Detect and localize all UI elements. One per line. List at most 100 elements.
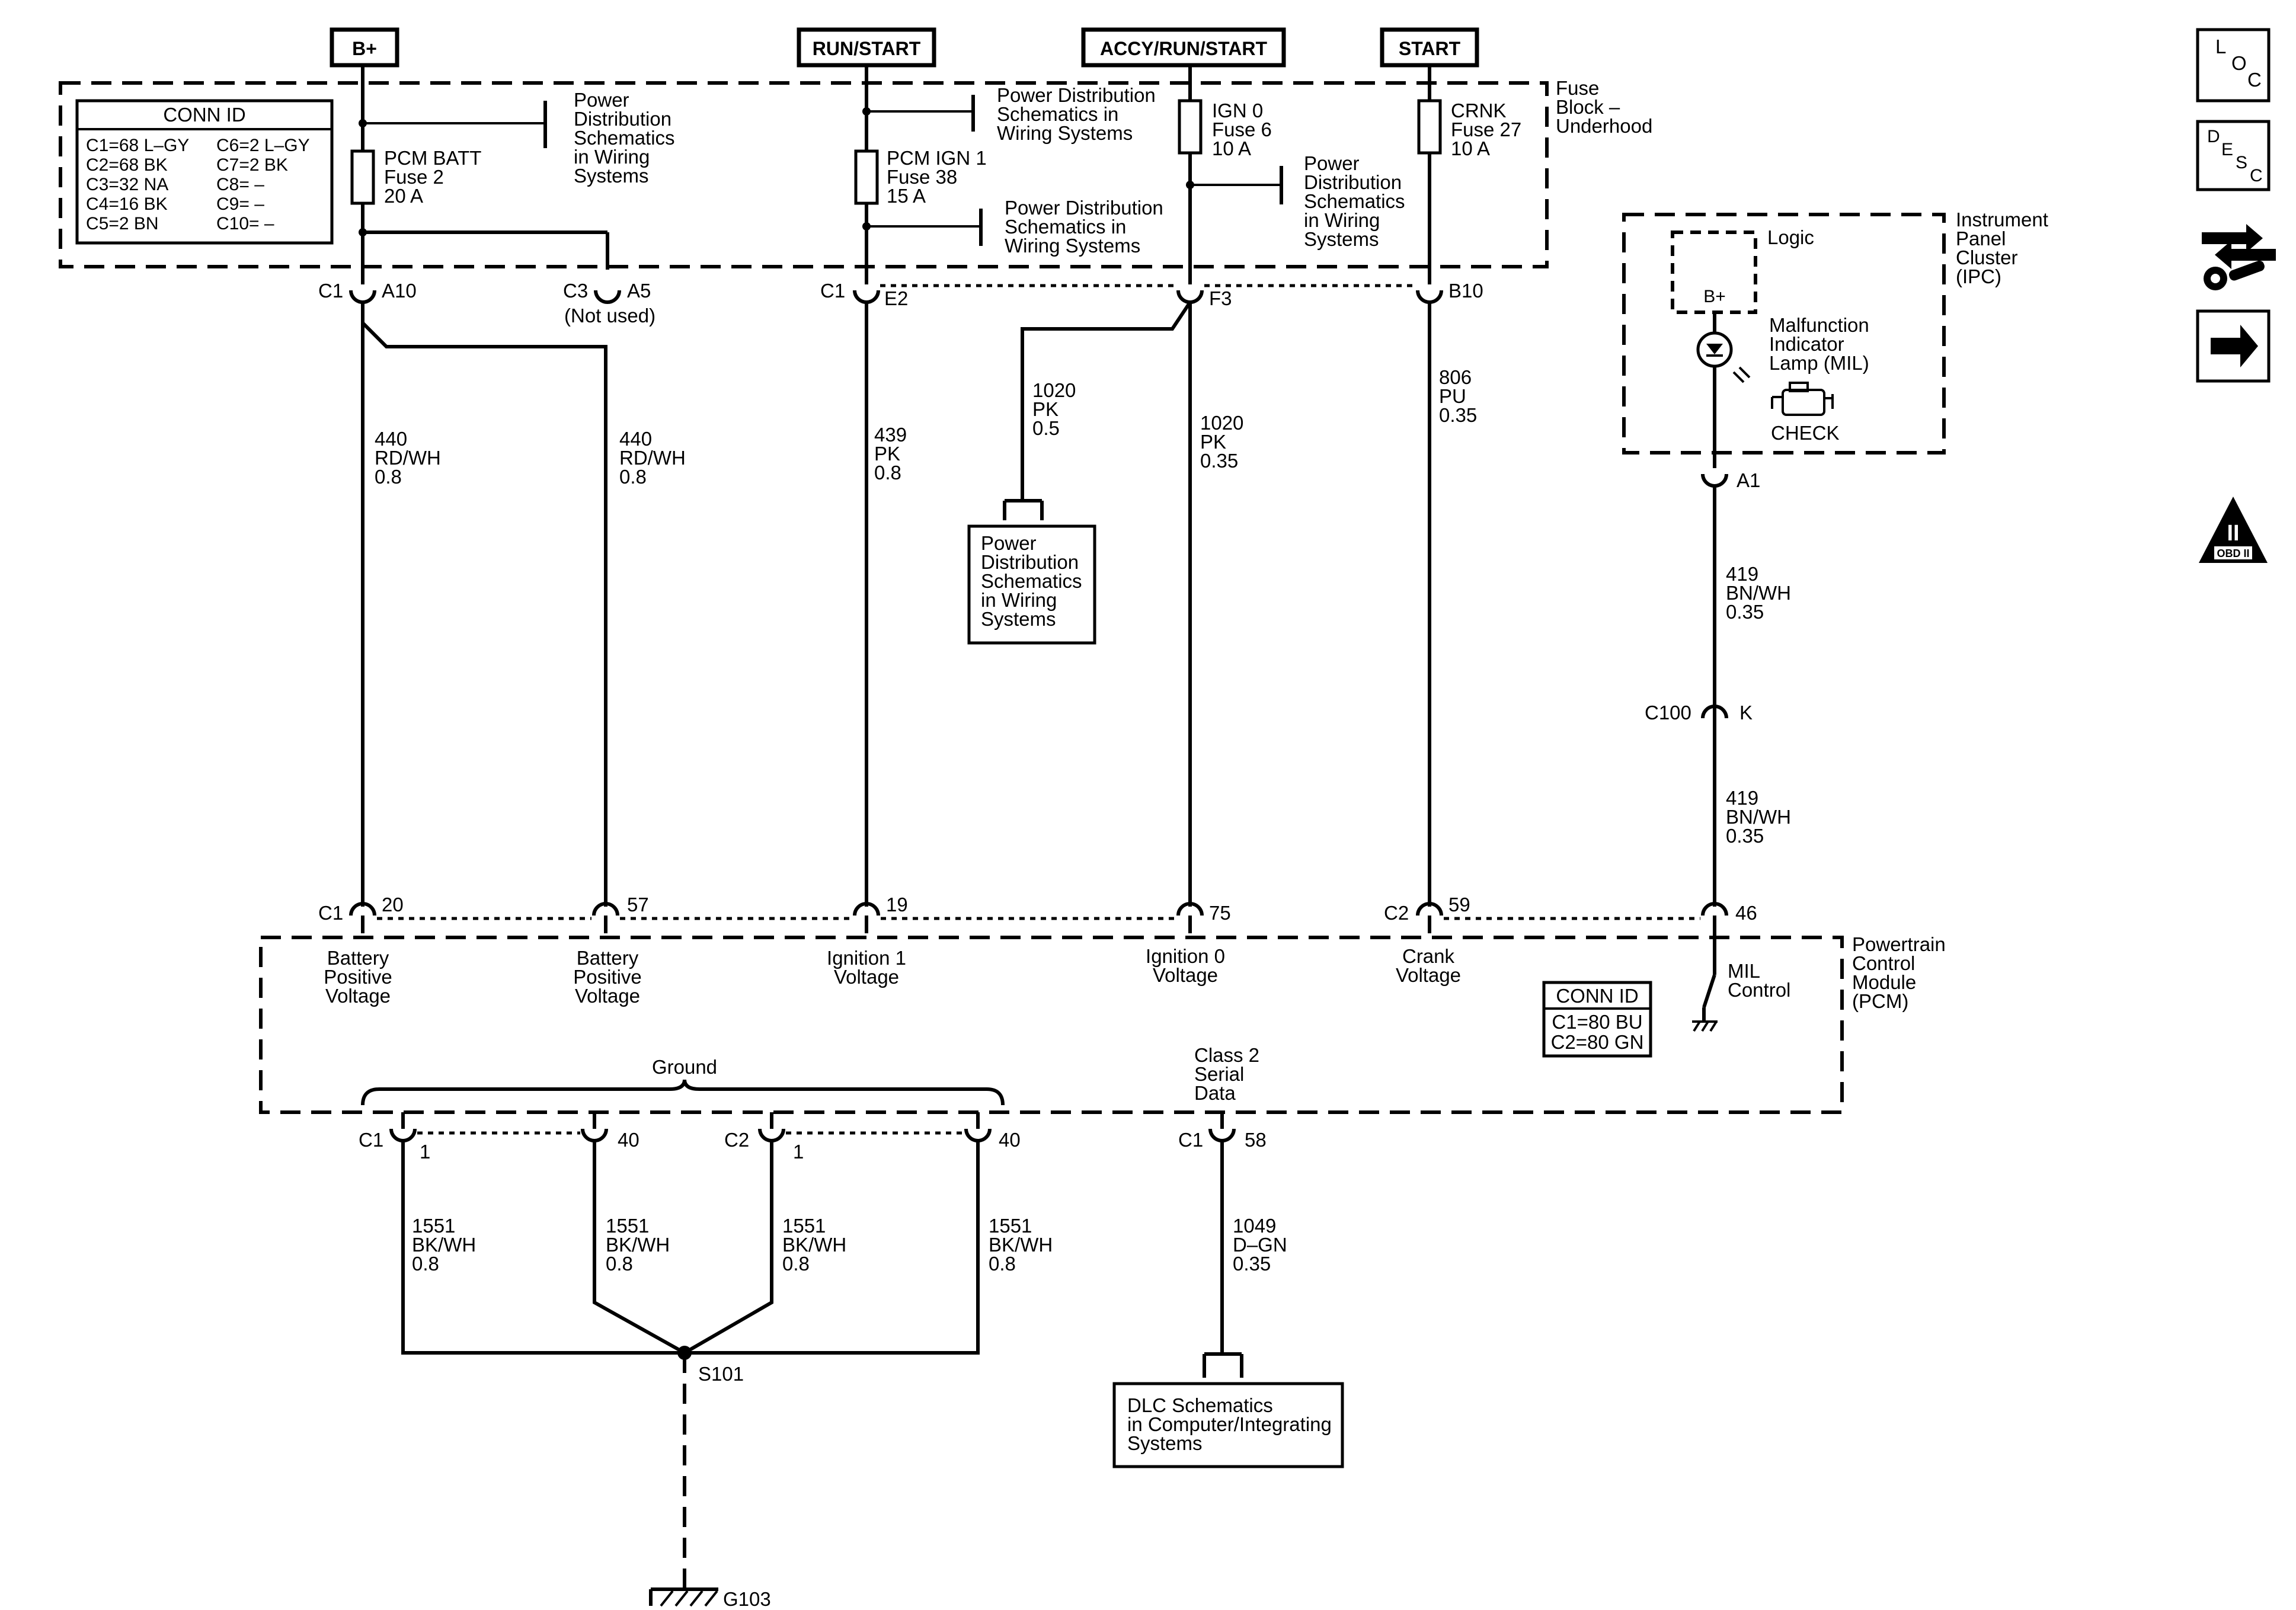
power-dist-ref-2: Power Distribution Schematics in Wiring … (997, 84, 1156, 144)
svg-text:Power: Power (574, 89, 629, 111)
svg-text:Schematics in: Schematics in (1005, 216, 1126, 238)
svg-text:Schematics in: Schematics in (997, 103, 1118, 125)
b-plus-label: B+ (352, 38, 377, 59)
svg-text:C2=68 BK: C2=68 BK (86, 155, 168, 175)
class2-label: Class 2 Serial Data (1194, 1044, 1259, 1104)
svg-text:Distribution: Distribution (574, 108, 671, 130)
wire-1020-035-label: 1020 PK 0.35 (1200, 412, 1243, 472)
power-dist-ref-4: Power Distribution Schematics in Wiring … (1304, 152, 1405, 250)
svg-text:0.8: 0.8 (989, 1253, 1016, 1275)
svg-text:L: L (2215, 36, 2226, 57)
wire-1551-d-label: 1551 BK/WH 0.8 (989, 1215, 1053, 1275)
svg-text:Control: Control (1852, 952, 1915, 974)
svg-text:Cluster: Cluster (1956, 247, 2018, 268)
svg-text:Malfunction: Malfunction (1769, 314, 1869, 336)
svg-text:Ignition 0: Ignition 0 (1146, 945, 1225, 967)
ground-brace: Ground (361, 1056, 1005, 1106)
svg-text:CONN ID: CONN ID (1556, 985, 1638, 1007)
svg-text:(PCM): (PCM) (1852, 990, 1908, 1012)
next-arrow-icon[interactable] (2196, 309, 2271, 383)
svg-text:0.35: 0.35 (1726, 825, 1764, 847)
svg-text:PK: PK (1032, 398, 1059, 420)
svg-text:C1: C1 (1178, 1129, 1203, 1151)
power-dist-ref-3: Power Distribution Schematics in Wiring … (1005, 197, 1163, 257)
svg-text:439: 439 (874, 424, 907, 446)
svg-text:Underhood: Underhood (1556, 115, 1652, 137)
pcm-bottom-pins: C1 1 40 C2 1 40 C1 58 (359, 1112, 1267, 1163)
svg-text:C8= –: C8= – (216, 175, 264, 194)
pcm-conn-id-table: CONN ID C1=80 BU C2=80 GN (1542, 981, 1652, 1058)
svg-text:in Computer/Integrating: in Computer/Integrating (1127, 1413, 1332, 1435)
svg-text:K: K (1739, 702, 1753, 724)
svg-text:Schematics: Schematics (574, 127, 675, 149)
svg-text:C5=2 BN: C5=2 BN (86, 214, 159, 233)
svg-text:Wiring Systems: Wiring Systems (1005, 235, 1140, 257)
svg-text:CONN ID: CONN ID (163, 104, 245, 126)
svg-text:1551: 1551 (782, 1215, 826, 1237)
svg-text:Block –: Block – (1556, 96, 1620, 118)
svg-text:Module: Module (1852, 971, 1916, 993)
fb-pin-a10: A10 (382, 280, 417, 302)
svg-text:C1=80 BU: C1=80 BU (1552, 1011, 1642, 1033)
splice-s101-label: S101 (698, 1363, 744, 1385)
fb-pin-b10: B10 (1448, 280, 1483, 302)
svg-text:10 A: 10 A (1212, 137, 1251, 159)
svg-text:Wiring Systems: Wiring Systems (997, 122, 1133, 144)
svg-text:Powertrain: Powertrain (1852, 933, 1946, 955)
svg-text:Battery: Battery (577, 947, 639, 969)
svg-text:C2: C2 (724, 1129, 749, 1151)
svg-text:C: C (2250, 166, 2263, 185)
svg-text:Systems: Systems (1304, 228, 1379, 250)
wire-806-label: 806 PU 0.35 (1439, 366, 1477, 426)
svg-text:1: 1 (420, 1141, 430, 1163)
check-engine-icon: CHECK (1771, 382, 1840, 444)
pcm-top-pins: C1 20 57 19 75 C2 59 46 (318, 894, 1757, 975)
svg-text:C1=68 L–GY: C1=68 L–GY (86, 136, 189, 155)
svg-text:PCM BATT: PCM BATT (384, 147, 481, 169)
diagnostic-wrench-icon[interactable] (2202, 224, 2276, 290)
power-source-start: START (1380, 27, 1479, 83)
svg-text:Systems: Systems (1127, 1432, 1203, 1454)
dlc-box: DLC Schematics in Computer/Integrating S… (1112, 1382, 1344, 1468)
fuse-block-pins: C1 A10 C3 A5 (Not used) C1 E2 F3 B10 (318, 280, 1483, 327)
svg-text:(IPC): (IPC) (1956, 265, 2001, 287)
svg-text:Fuse 27: Fuse 27 (1451, 119, 1521, 140)
wire-1551-a-label: 1551 BK/WH 0.8 (412, 1215, 476, 1275)
svg-text:Fuse: Fuse (1556, 77, 1599, 99)
fuse-block-label: Fuse Block – Underhood (1556, 77, 1652, 137)
accy-circuit (1178, 83, 1283, 284)
power-dist-box: Power Distribution Schematics in Wiring … (967, 524, 1096, 645)
svg-text:CRNK: CRNK (1451, 100, 1507, 121)
svg-text:0.8: 0.8 (874, 462, 901, 484)
svg-text:0.8: 0.8 (375, 466, 402, 488)
wire-440-right-label: 440 RD/WH 0.8 (619, 428, 686, 488)
mil-lamp (1696, 312, 1751, 468)
svg-text:C7=2 BK: C7=2 BK (216, 155, 288, 175)
svg-text:Crank: Crank (1402, 945, 1455, 967)
svg-text:1551: 1551 (412, 1215, 455, 1237)
ground-wires: S101 (401, 1141, 980, 1589)
svg-text:O: O (2231, 52, 2247, 74)
svg-text:Instrument: Instrument (1956, 209, 2048, 231)
svg-text:D–GN: D–GN (1233, 1234, 1287, 1256)
svg-text:58: 58 (1245, 1129, 1267, 1151)
accy-run-start-label: ACCY/RUN/START (1100, 38, 1268, 59)
fuse-block-conn-id-table: CONN ID C1=68 L–GY C2=68 BK C3=32 NA C4=… (75, 99, 334, 245)
wire-1020-05-label: 1020 PK 0.5 (1032, 379, 1076, 439)
crnk-fuse-symbol (1417, 99, 1442, 155)
pcm-batt-fuse-symbol (350, 149, 375, 205)
svg-text:Battery: Battery (327, 947, 389, 969)
svg-text:II: II (2227, 521, 2239, 546)
loc-icon[interactable]: L O C (2196, 28, 2271, 103)
power-source-run-start: RUN/START (797, 27, 936, 83)
svg-text:PK: PK (1200, 431, 1226, 453)
svg-text:0.8: 0.8 (782, 1253, 810, 1275)
pcm-label: Powertrain Control Module (PCM) (1852, 933, 1946, 1012)
pcm-outline (259, 936, 1844, 1114)
svg-text:PCM IGN 1: PCM IGN 1 (887, 147, 987, 169)
svg-text:OBD II: OBD II (2217, 548, 2249, 559)
fb-pin-e2: E2 (884, 287, 908, 309)
svg-text:20: 20 (382, 894, 404, 916)
desc-icon[interactable]: D E S C (2196, 120, 2271, 191)
